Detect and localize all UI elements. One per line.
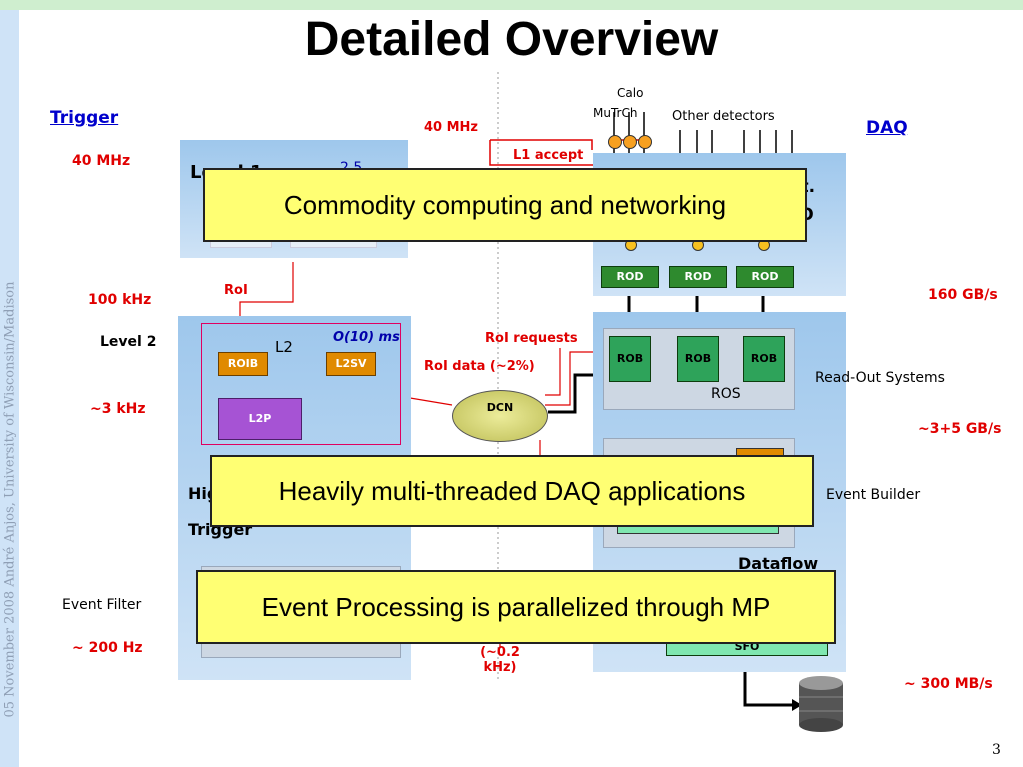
roi-label: RoI: [224, 283, 248, 298]
storage-disk-icon: [798, 675, 844, 733]
detector-node-2: [623, 135, 637, 149]
level2-label: Level 2: [100, 334, 157, 350]
dataflow-label: Dataflow: [738, 554, 819, 573]
top-accent-bar: [0, 0, 1023, 10]
mutrch-label: MuTrCh: [593, 106, 638, 120]
ef-rate-label: (~0.2 kHz): [480, 645, 520, 675]
slide-title: Detailed Overview: [304, 13, 719, 66]
other-detectors-label: Other detectors: [672, 109, 775, 124]
roi-requests-label: RoI requests: [485, 331, 578, 346]
l2p-button[interactable]: L2P: [218, 398, 302, 440]
rod-button-1[interactable]: ROD: [601, 266, 659, 288]
l2sv-button[interactable]: L2SV: [326, 352, 376, 376]
rob-button-3[interactable]: ROB: [743, 336, 785, 382]
rod-button-3[interactable]: ROD: [736, 266, 794, 288]
detector-node-1: [608, 135, 622, 149]
daq-rate-3-5gbs: ~3+5 GB/s: [918, 421, 1002, 437]
rod-button-2[interactable]: ROD: [669, 266, 727, 288]
rob-button-1[interactable]: ROB: [609, 336, 651, 382]
detector-node-3: [638, 135, 652, 149]
dcn-label: DCN: [486, 401, 514, 414]
read-out-systems-label: Read-Out Systems: [815, 370, 945, 386]
l1-accept-label: L1 accept: [513, 148, 584, 163]
l2-box: [201, 323, 401, 445]
page-number: 3: [992, 742, 1001, 758]
trigger-rate-40mhz: 40 MHz: [72, 153, 131, 169]
l2-box-label: L2: [275, 338, 293, 356]
l2-latency: O(10) ms: [333, 330, 400, 345]
roi-data-label: RoI data (~2%): [424, 359, 535, 374]
rob-button-2[interactable]: ROB: [677, 336, 719, 382]
trigger-rate-200hz: ~ 200 Hz: [72, 640, 143, 656]
calo-label: Calo: [617, 86, 644, 100]
trigger-rate-3khz: ~3 kHz: [90, 401, 146, 417]
event-filter-label: Event Filter: [62, 597, 142, 613]
callout-commodity-computing: Commodity computing and networking: [203, 168, 807, 242]
left-sidebar: 05 November 2008 André Anjos, University…: [0, 10, 19, 767]
roib-button[interactable]: ROIB: [218, 352, 268, 376]
event-builder-label: Event Builder: [826, 487, 921, 503]
callout-multithreaded-daq: Heavily multi-threaded DAQ applications: [210, 455, 814, 527]
ros-label: ROS: [711, 386, 741, 402]
daq-rate-160gbs: 160 GB/s: [928, 287, 998, 303]
callout-event-processing: Event Processing is parallelized through…: [196, 570, 836, 644]
daq-heading[interactable]: DAQ: [866, 118, 908, 138]
center-rate-40mhz: 40 MHz: [424, 120, 478, 135]
daq-rate-300mbs: ~ 300 MB/s: [904, 676, 993, 692]
trigger-rate-100khz: 100 kHz: [88, 292, 152, 308]
trigger-heading[interactable]: Trigger: [50, 108, 119, 128]
dcn-node[interactable]: DCN: [452, 390, 548, 442]
